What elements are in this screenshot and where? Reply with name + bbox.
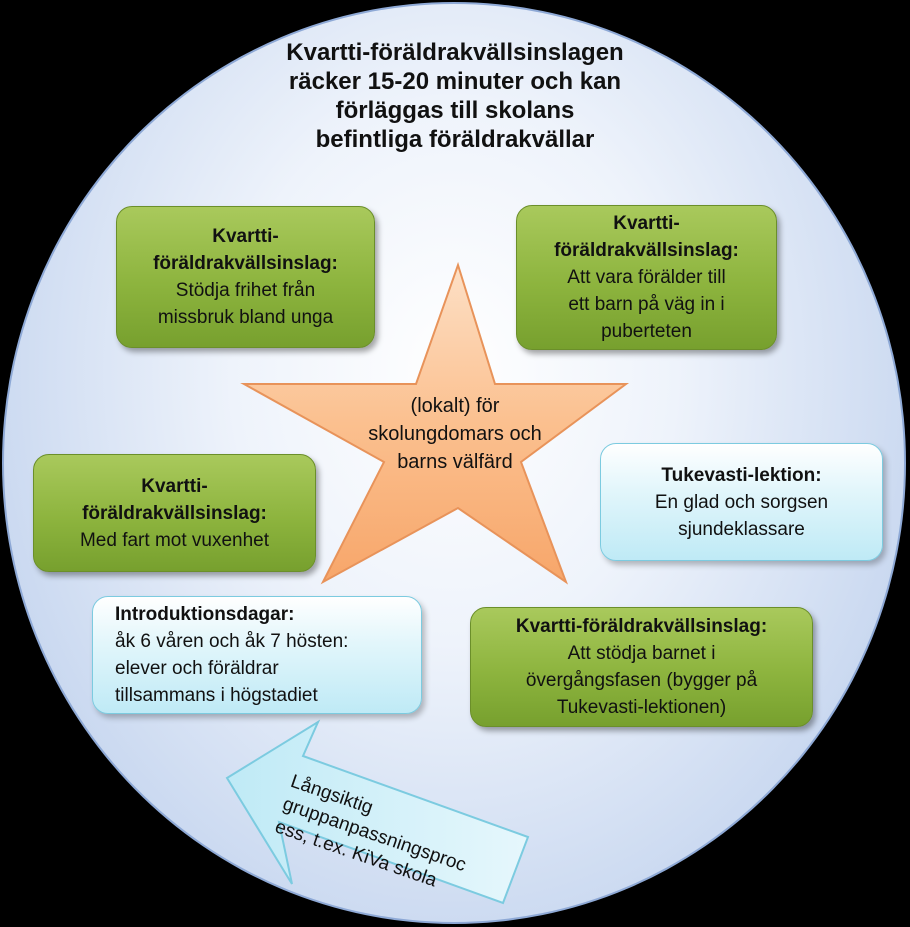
box-text: tillsammans i högstadiet <box>115 685 318 706</box>
title-line: befintliga föräldrakvällar <box>315 126 595 153</box>
box-transition-phase: Kvartti-föräldrakvällsinslag: Att stödja… <box>470 607 813 727</box>
box-text: övergångsfasen (bygger på <box>525 670 758 691</box>
box-introduction-days: Introduktionsdagar: åk 6 våren och åk 7 … <box>92 596 422 714</box>
box-heading: Introduktionsdagar: <box>115 604 295 625</box>
box-heading: Kvartti- <box>613 213 680 234</box>
box-substance-abuse: Kvartti- föräldrakvällsinslag: Stödja fr… <box>116 206 375 348</box>
box-heading: Kvartti-föräldrakvällsinslag: <box>515 616 768 637</box>
box-text: elever och föräldrar <box>115 658 279 679</box>
star-line: (lokalt) för <box>410 395 500 417</box>
box-text: Med fart mot vuxenhet <box>79 529 270 551</box>
box-heading: föräldrakvällsinslag: <box>153 253 338 274</box>
box-heading: föräldrakvällsinslag: <box>554 240 739 261</box>
title-line: räcker 15-20 minuter och kan <box>288 68 622 95</box>
box-tukevasti-lesson: Tukevasti-lektion: En glad och sorgsen s… <box>600 443 883 561</box>
box-heading: Kvartti- <box>212 226 279 247</box>
box-text: Att vara förälder till <box>567 267 726 288</box>
box-puberty: Kvartti- föräldrakvällsinslag: Att vara … <box>516 205 777 350</box>
box-text: En glad och sorgsen <box>654 491 829 513</box>
box-text: missbruk bland unga <box>157 307 334 328</box>
box-text: åk 6 våren och åk 7 hösten: <box>115 631 349 652</box>
center-star-label: (lokalt) för skolungdomars och barns väl… <box>340 392 570 476</box>
box-text: Stödja frihet från <box>175 280 316 301</box>
box-heading: Tukevasti-lektion: <box>661 464 822 486</box>
box-heading: Kvartti- <box>141 475 208 497</box>
process-arrow <box>225 719 530 905</box>
box-heading: föräldrakvällsinslag: <box>82 502 267 524</box>
box-text: ett barn på väg in i <box>568 294 725 315</box>
star-line: skolungdomars och <box>368 423 542 445</box>
center-star <box>240 261 630 585</box>
star-line: barns välfärd <box>397 451 513 473</box>
title-line: Kvartti-föräldrakvällsinslagen <box>286 39 624 66</box>
diagram-title: Kvartti-föräldrakvällsinslagen räcker 15… <box>230 38 680 154</box>
title-line: förläggas till skolans <box>335 97 575 124</box>
box-text: sjundeklassare <box>678 518 805 540</box>
box-text: Att stödja barnet i <box>567 643 716 664</box>
box-text: puberteten <box>601 321 692 342</box>
box-adulthood: Kvartti- föräldrakvällsinslag: Med fart … <box>33 454 316 572</box>
box-text: Tukevasti-lektionen) <box>556 697 727 718</box>
